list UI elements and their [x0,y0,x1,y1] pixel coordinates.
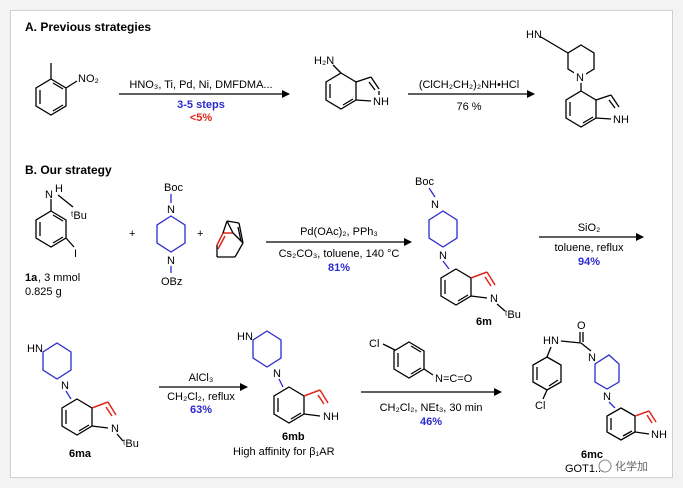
reaction-scheme: A. Previous strategies NO₂ HNO₃, Ti, Pd,… [25,20,667,475]
yield-b4: 46% [420,416,442,428]
reagent-b3-bottom: CH₂Cl₂, reflux [167,391,235,403]
indole-nh-a: NH [613,114,629,126]
6ma-tbu: ᵗBu [123,438,139,450]
plus-1: + [129,228,135,240]
nitrotoluene-structure: NO₂ [35,63,99,116]
norbornadiene-structure [216,220,244,258]
section-a-title: A. Previous strategies [25,20,151,34]
iodoaniline-structure: N H ᵗBu I 1a , 3 mmol 0.825 g [25,183,87,298]
amine-label: H₂N [314,55,334,67]
yield-a1: <5% [190,112,213,124]
6mc-indole-nh: NH [651,429,667,441]
indole-nh-label: NH [373,96,389,108]
compound-6m-structure: Boc N N N ᵗBu 6m [415,176,521,328]
6m-tbu: ᵗBu [505,309,521,321]
isocyanate-cl: Cl [369,338,379,350]
compound-1a-label: 1a [25,272,38,284]
reagent-b2-top: SiO₂ [578,222,601,234]
nitro-label: NO₂ [78,73,99,85]
6mc-o: O [577,320,586,332]
compound-6mc-label: 6mc [581,449,603,461]
compound-6mb-note: High affinity for β₁AR [233,446,335,458]
reagent-b2-bottom: toluene, reflux [554,242,624,254]
6ma-indole-n: N [111,423,119,435]
aniline-n: N [45,189,53,201]
isocyanate-structure: Cl N=C=O [369,338,473,385]
6ma-n: N [61,380,69,392]
yield-b3: 63% [190,404,212,416]
compound-6m-label: 6m [476,316,492,328]
compound-6mc-note: GOT1... [565,463,604,475]
yield-b2: 94% [578,256,600,268]
yield-a2: 76 % [456,101,481,113]
watermark-text: 化学加 [615,459,648,473]
piperazine-n-a: N [576,72,584,84]
reagent-b4-bottom: CH₂Cl₂, NEt₃, 30 min [380,402,483,414]
boc-label-reagent: Boc [164,182,183,194]
reagent-b3-top: AlCl₃ [189,372,214,384]
compound-6ma-label: 6ma [69,448,92,460]
compound-6mb-label: 6mb [282,431,305,443]
6ma-hn: HN [27,343,43,355]
piperazine-hn-a: HN [526,29,542,41]
reagent-b1-bottom: Cs₂CO₃, toluene, 140 °C [279,248,400,260]
iodo-label: I [74,248,77,260]
6mc-hn: HN [543,335,559,347]
reagent-n-bottom: N [167,255,175,267]
compound-6mc-structure: O HN Cl N N NH 6mc GOT1... [532,320,667,475]
compound-6mb-structure: HN N NH 6mb High affinity for β₁AR [233,330,339,458]
6m-n-bottom: N [439,250,447,262]
aminoindole-structure: H₂N NH [314,55,389,110]
reagent-a2: (ClCH₂CH₂)₂NH•HCl [419,79,519,91]
6mc-cl: Cl [535,400,545,412]
compound-6ma-structure: HN N N ᵗBu 6ma [27,342,139,460]
figure-frame: A. Previous strategies NO₂ HNO₃, Ti, Pd,… [10,10,673,478]
aniline-h: H [55,183,63,195]
6mb-indole-nh: NH [323,411,339,423]
section-b-title: B. Our strategy [25,163,112,177]
yield-b1: 81% [328,262,350,274]
6m-indole-n: N [490,293,498,305]
steps-a1: 3-5 steps [177,99,225,111]
obz-label: OBz [161,276,182,288]
6mb-hn: HN [237,331,253,343]
compound-1a-mass: 0.825 g [25,286,62,298]
boc-label-6m: Boc [415,176,434,188]
isocyanate-nco: N=C=O [435,373,473,385]
6mc-n-top: N [588,352,596,364]
6mc-n-bottom: N [603,391,611,403]
boc-piperazine-obz-structure: Boc N N OBz [156,182,186,288]
aniline-tbu: ᵗBu [71,210,87,222]
watermark-logo: 化学加 [598,459,648,473]
reagent-n-top: N [167,204,175,216]
compound-1a-amount: , 3 mmol [38,272,80,284]
6m-n-top: N [431,199,439,211]
reagents-a1: HNO₃, Ti, Pd, Ni, DMFDMA... [129,79,272,91]
6mb-n: N [273,368,281,380]
plus-2: + [197,228,203,240]
reagent-b1-top: Pd(OAc)₂, PPh₃ [300,226,378,238]
piperazinylindole-a-structure: HN N NH [525,28,629,128]
